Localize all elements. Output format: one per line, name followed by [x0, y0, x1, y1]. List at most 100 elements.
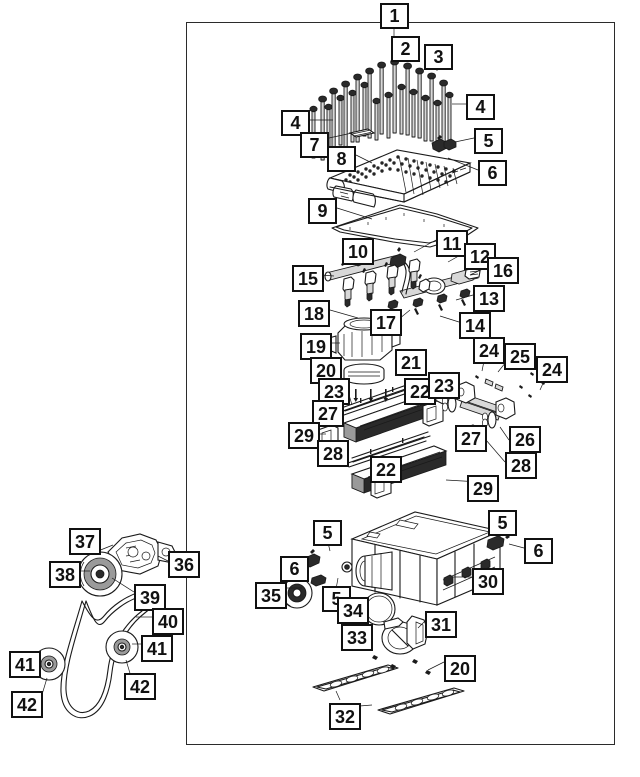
callout-label: 27	[460, 428, 482, 449]
callout-27[interactable]: 27	[455, 425, 487, 452]
belt-drive-assembly	[32, 533, 177, 719]
callout-label: 23	[323, 381, 345, 402]
callout-16[interactable]: 16	[487, 257, 519, 284]
callout-label: 27	[317, 403, 339, 424]
callout-13[interactable]: 13	[473, 285, 505, 312]
callout-24[interactable]: 24	[473, 337, 505, 364]
callout-2[interactable]: 2	[391, 36, 420, 62]
callout-label: 5	[497, 513, 508, 533]
callout-36[interactable]: 36	[168, 551, 200, 578]
callout-29[interactable]: 29	[288, 422, 320, 449]
callout-label: 15	[297, 268, 319, 289]
callout-label: 6	[533, 541, 544, 561]
bypass-actuator-17	[418, 277, 446, 295]
fuel-rail-assembly	[324, 247, 481, 317]
callout-label: 30	[477, 571, 499, 592]
callout-28[interactable]: 28	[505, 452, 537, 479]
callout-label: 29	[472, 478, 494, 499]
tensioner-bracket-37	[107, 533, 177, 575]
callout-label: 35	[260, 585, 282, 606]
callout-22[interactable]: 22	[370, 456, 402, 483]
callout-28[interactable]: 28	[317, 440, 349, 467]
callout-30[interactable]: 30	[472, 568, 504, 595]
callout-14[interactable]: 14	[459, 312, 491, 339]
throttle-body-31	[381, 615, 429, 655]
callout-33[interactable]: 33	[341, 624, 373, 651]
callout-18[interactable]: 18	[298, 300, 330, 327]
sensor-top	[431, 135, 457, 153]
callout-37[interactable]: 37	[69, 528, 101, 555]
seal-ring-21	[343, 363, 385, 385]
callout-label: 24	[541, 359, 563, 380]
callout-41[interactable]: 41	[9, 651, 41, 678]
callout-8[interactable]: 8	[327, 146, 356, 172]
callout-label: 8	[336, 149, 347, 169]
callout-1[interactable]: 1	[380, 3, 409, 29]
callout-39[interactable]: 39	[134, 584, 166, 611]
callout-34[interactable]: 34	[337, 597, 369, 624]
callout-label: 18	[303, 303, 325, 324]
callout-label: 32	[334, 706, 356, 727]
callout-38[interactable]: 38	[49, 561, 81, 588]
callout-23[interactable]: 23	[428, 372, 460, 399]
callout-5[interactable]: 5	[474, 128, 503, 154]
callout-label: 11	[442, 233, 462, 254]
callout-7[interactable]: 7	[300, 132, 329, 158]
callout-label: 24	[478, 340, 500, 361]
callout-label: 5	[322, 523, 333, 543]
callout-35[interactable]: 35	[255, 582, 287, 609]
callout-label: 20	[315, 360, 337, 381]
callout-5[interactable]: 5	[313, 520, 342, 546]
callout-label: 42	[129, 676, 151, 697]
callout-32[interactable]: 32	[329, 703, 361, 730]
callout-label: 39	[139, 587, 161, 608]
callout-label: 4	[475, 97, 486, 117]
callout-42[interactable]: 42	[11, 691, 43, 718]
callout-42[interactable]: 42	[124, 673, 156, 700]
callout-label: 20	[449, 658, 471, 679]
callout-29[interactable]: 29	[467, 475, 499, 502]
callout-label: 10	[347, 241, 369, 262]
callout-24[interactable]: 24	[536, 356, 568, 383]
callout-31[interactable]: 31	[425, 611, 457, 638]
callout-label: 42	[16, 694, 38, 715]
end-cap-upper-22	[422, 400, 444, 427]
callout-3[interactable]: 3	[424, 44, 453, 70]
throttle-seal-33	[362, 592, 396, 626]
callout-41[interactable]: 41	[141, 635, 173, 662]
callout-label: 40	[157, 611, 179, 632]
callout-label: 36	[173, 554, 195, 575]
callout-19[interactable]: 19	[300, 333, 332, 360]
callout-6[interactable]: 6	[524, 538, 553, 564]
callout-5[interactable]: 5	[488, 510, 517, 536]
callout-17[interactable]: 17	[370, 309, 402, 336]
callout-label: 22	[375, 459, 397, 480]
callout-10[interactable]: 10	[342, 238, 374, 265]
callout-label: 9	[317, 201, 328, 221]
callout-label: 37	[74, 531, 96, 552]
callout-label: 3	[433, 47, 444, 67]
plate-7	[348, 128, 376, 138]
callout-label: 28	[510, 455, 532, 476]
callout-4[interactable]: 4	[281, 110, 310, 136]
callout-label: 41	[146, 638, 168, 659]
callout-label: 14	[464, 315, 486, 336]
callout-25[interactable]: 25	[504, 343, 536, 370]
callout-11[interactable]: 11	[436, 230, 468, 257]
supercharger-cover-8	[326, 149, 472, 208]
callout-label: 29	[293, 425, 315, 446]
callout-6[interactable]: 6	[280, 556, 309, 582]
callout-6[interactable]: 6	[478, 160, 507, 186]
callout-label: 25	[509, 346, 531, 367]
idler-pulley-left-41	[32, 647, 66, 681]
callout-9[interactable]: 9	[308, 198, 337, 224]
screws-20-lower	[372, 655, 431, 675]
callout-26[interactable]: 26	[509, 426, 541, 453]
callout-21[interactable]: 21	[395, 349, 427, 376]
callout-label: 12	[469, 246, 491, 267]
callout-20[interactable]: 20	[444, 655, 476, 682]
callout-4[interactable]: 4	[466, 94, 495, 120]
callout-40[interactable]: 40	[152, 608, 184, 635]
callout-15[interactable]: 15	[292, 265, 324, 292]
coolant-tube-26	[442, 381, 516, 429]
